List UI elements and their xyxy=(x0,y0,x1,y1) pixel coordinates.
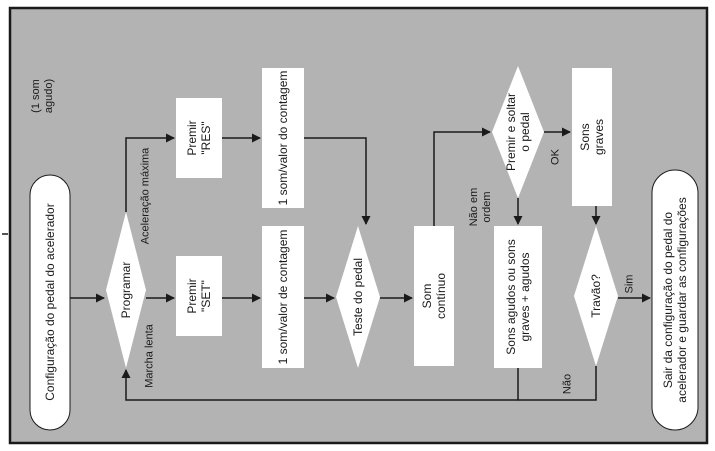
edge-loop-bottom xyxy=(518,366,597,401)
node-premir-res xyxy=(176,98,222,178)
edge-contagem-top-teste xyxy=(304,137,371,225)
node-premir-soltar xyxy=(492,66,544,198)
node-som-continuo xyxy=(414,226,454,366)
node-sons-graves xyxy=(572,68,612,206)
edge-agudos-loop xyxy=(121,368,519,401)
edge-som-premir xyxy=(433,127,491,226)
node-end xyxy=(651,169,699,431)
node-contagem-bottom xyxy=(262,226,304,368)
node-premir-set xyxy=(176,256,222,336)
node-sons-agudos xyxy=(494,226,542,368)
edge-programar-res xyxy=(125,133,175,212)
node-teste-pedal xyxy=(336,226,380,368)
node-start xyxy=(29,174,71,431)
node-contagem-top xyxy=(262,68,304,208)
node-travao xyxy=(574,226,618,366)
node-programar xyxy=(106,212,146,368)
